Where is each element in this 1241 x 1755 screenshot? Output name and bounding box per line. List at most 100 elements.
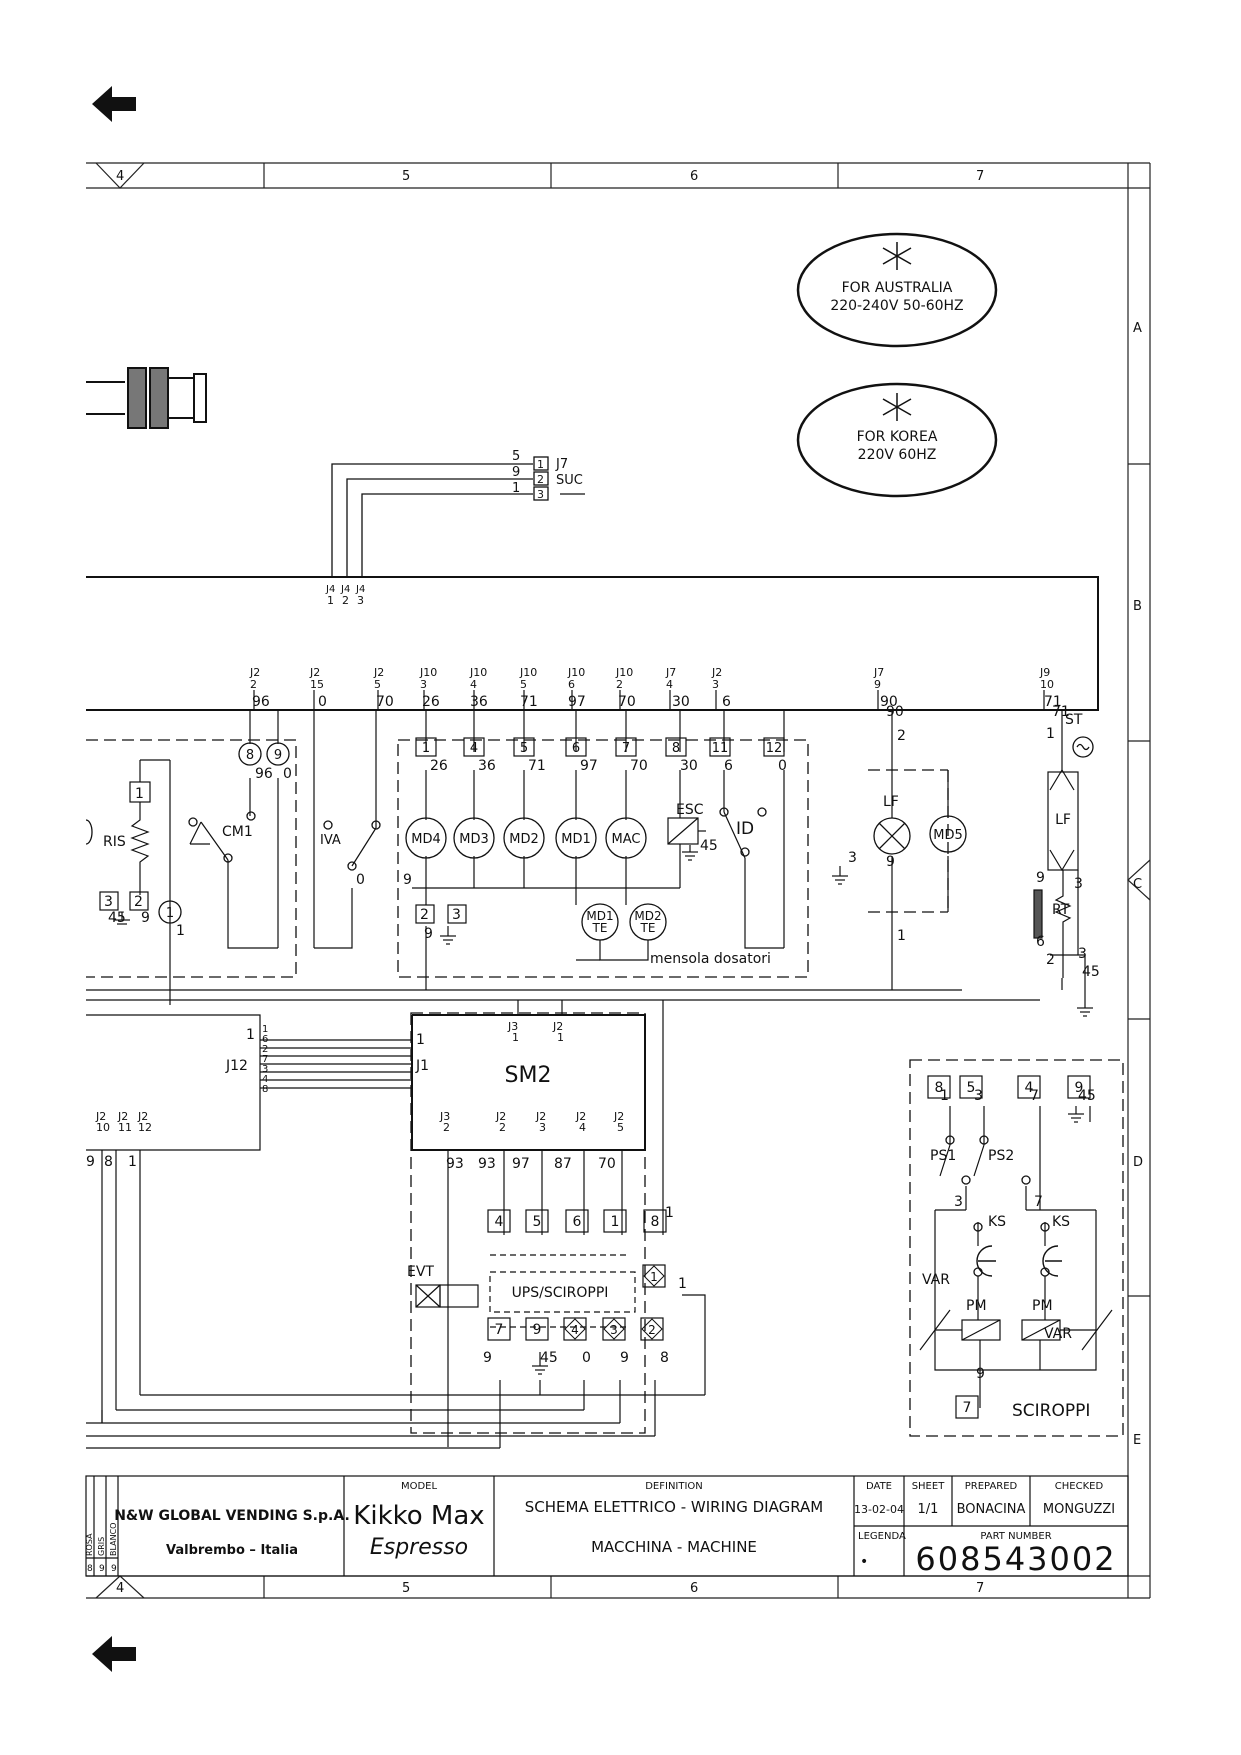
prepared-label: PREPARED [965,1481,1018,1492]
korea-line1: FOR KOREA [857,429,938,445]
ups-bottom-box [487,1317,511,1341]
grid-row-e: E [1133,1433,1141,1448]
ups-extra-2: 1 [678,1276,687,1292]
wire-45-rt: 45 [1082,964,1100,980]
sm2-left-wire: 9 [86,1154,95,1170]
wire-90: 90 [886,704,904,720]
grid-row-a: A [1133,321,1142,336]
bus-header-j: J10 [567,666,585,679]
j12-pin: 6 [262,1034,268,1045]
wire-1-lf: 1 [897,928,906,944]
note-korea: FOR KOREA 220V 60HZ [796,382,998,498]
wire-3-lf: 3 [848,850,857,866]
color-code-rosa: ROSA [85,1533,94,1556]
motor-circle [453,817,495,859]
j7-pin-3: 3 [537,488,544,501]
wire-2-lf: 2 [897,728,906,744]
sm2-bottom-j: J2 [535,1110,546,1123]
ups-title: UPS/SCIROPPI [512,1285,609,1301]
bus-header-j: J7 [665,666,676,679]
ups-bottom-wire: 0 [582,1350,591,1366]
sm2-bottom-pin: 3 [539,1121,546,1134]
sm2-j1: J1 [415,1058,429,1074]
terminal-wire-label: 0 [778,758,787,774]
terminal-box [665,737,687,757]
relay-number: 9 [274,748,282,763]
wire-1-st: 1 [1046,726,1055,742]
sc-wire-45: 45 [1078,1088,1096,1104]
bus-header-pin: 10 [1040,678,1054,691]
motor-circle [405,817,447,859]
terminal-box [415,737,437,757]
back-arrow-icon[interactable] [90,82,138,126]
color-code-9b: 9 [111,1564,117,1574]
sciroppi-box-number: 4 [1025,1080,1034,1096]
wire-9-md2: 9 [424,926,433,942]
ups-top-box [565,1209,589,1233]
bus-header-pin: 2 [250,678,257,691]
bus-header-pin: 2 [616,678,623,691]
definition-label: DEFINITION [645,1481,703,1492]
esc-label: ESC [676,802,704,818]
main-board-outline [86,576,1099,711]
j7-wire-1: 1 [512,481,520,496]
sm2-left-wire: 1 [128,1154,137,1170]
terminal-box [565,737,587,757]
bus-header-pin: 5 [374,678,381,691]
sm2-bottom-j: J2 [495,1110,506,1123]
bus-wire-label: 36 [470,694,488,710]
cm1-label: CM1 [222,824,253,840]
color-code-gris: GRIS [97,1537,106,1556]
md1te-bottom: TE [592,921,608,935]
terminal-wire-label: 6 [724,758,733,774]
ups-bottom-box-number: 9 [533,1322,542,1338]
sc-wire-3b: 3 [954,1194,963,1210]
md-term-2: 2 [420,907,429,923]
sm2-left-j: J2 [137,1110,148,1123]
grid-col-6-bottom: 6 [690,1581,698,1596]
sm2-bottom-pin: 5 [617,1121,624,1134]
bus-wire-label: 96 [252,694,270,710]
terminal-box-number: 4 [470,741,478,756]
bus-wire-label: 90 [880,694,898,710]
wire-1-ris: 1 [176,923,185,939]
wire-0-iva: 0 [356,872,365,888]
grid-row-c: C [1133,877,1142,892]
grid-row-b: B [1133,599,1142,614]
legend-label: LEGENDA [858,1531,906,1542]
ups-top-box [525,1209,549,1233]
bus-wire-label: 70 [618,694,636,710]
ks1-label: KS [988,1214,1006,1230]
bus-header-j: J10 [419,666,437,679]
ris-label: RIS [103,834,126,850]
relay-number: 1 [166,906,174,921]
iva-label: IVA [320,833,341,848]
bus-header-j: J2 [373,666,384,679]
j4-pin-3: 3 [357,594,364,607]
model-label: MODEL [401,1481,438,1492]
md-term-3: 3 [452,907,461,923]
sm2-bottom-wire: 93 [478,1156,496,1172]
wire-9-lf: 9 [886,854,895,870]
st-label: ST [1065,712,1083,728]
bus-header-pin: 4 [470,678,477,691]
power-plug-icon [86,367,207,429]
back-arrow-icon[interactable] [90,1632,138,1676]
sm2-bottom-pin: 2 [499,1121,506,1134]
sm2-left-pin: 12 [138,1121,152,1134]
terminal-box-number: 11 [712,741,729,756]
sciroppi-box-number: 7 [963,1400,972,1416]
sm2-bottom-pin: 2 [443,1121,450,1134]
color-code-8: 8 [87,1564,93,1574]
md2te-bottom: TE [640,921,656,935]
grid-col-4: 4 [116,169,124,184]
wire-0: 0 [283,766,292,782]
ups-bottom-box [525,1317,549,1341]
md2te-top: MD2 [634,909,661,923]
